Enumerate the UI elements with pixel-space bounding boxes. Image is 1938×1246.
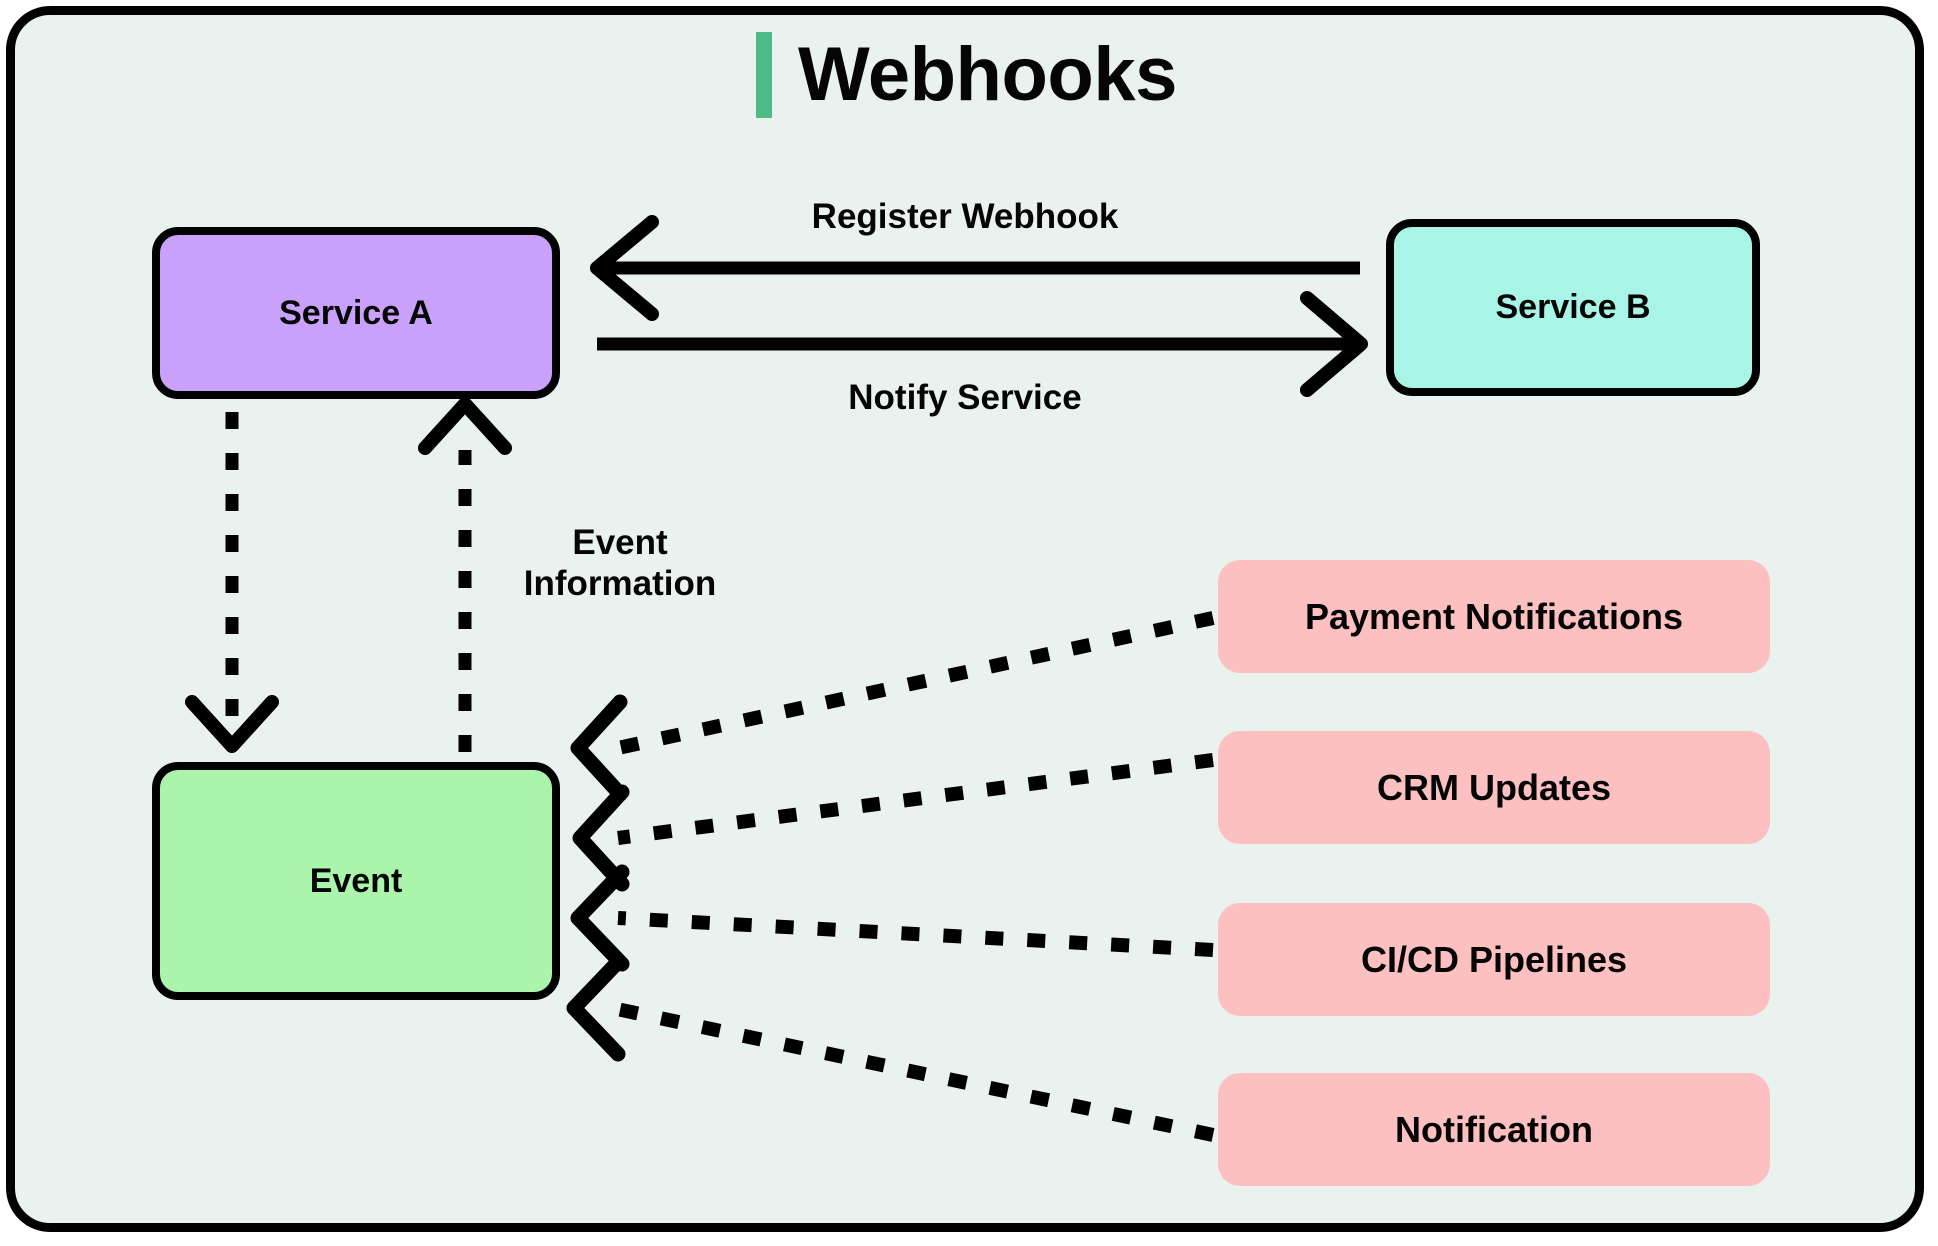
edge-label-event-information: Event Information bbox=[523, 523, 717, 603]
node-payment-notifications-label: Payment Notifications bbox=[1304, 595, 1684, 637]
node-service-b-label: Service B bbox=[1495, 288, 1651, 326]
node-service-a[interactable]: Service A bbox=[152, 227, 560, 399]
node-event-label: Event bbox=[309, 861, 403, 900]
node-payment-notifications[interactable]: Payment Notifications bbox=[1218, 560, 1770, 673]
title-accent-bar bbox=[756, 32, 772, 118]
node-crm-updates-label: CRM Updates bbox=[1376, 766, 1612, 808]
node-service-b[interactable]: Service B bbox=[1386, 219, 1760, 396]
node-cicd-pipelines-label: CI/CD Pipelines bbox=[1360, 938, 1628, 980]
node-crm-updates[interactable]: CRM Updates bbox=[1218, 731, 1770, 844]
node-notification[interactable]: Notification bbox=[1218, 1073, 1770, 1186]
page-title: Webhooks bbox=[756, 32, 1177, 118]
node-notification-label: Notification bbox=[1395, 1108, 1593, 1150]
node-service-a-label: Service A bbox=[279, 293, 433, 332]
node-cicd-pipelines[interactable]: CI/CD Pipelines bbox=[1218, 903, 1770, 1016]
node-event[interactable]: Event bbox=[152, 762, 560, 1000]
title-label: Webhooks bbox=[798, 32, 1177, 117]
edge-label-notify-service: Notify Service bbox=[848, 378, 1082, 417]
edge-label-register-webhook: Register Webhook bbox=[811, 197, 1119, 236]
